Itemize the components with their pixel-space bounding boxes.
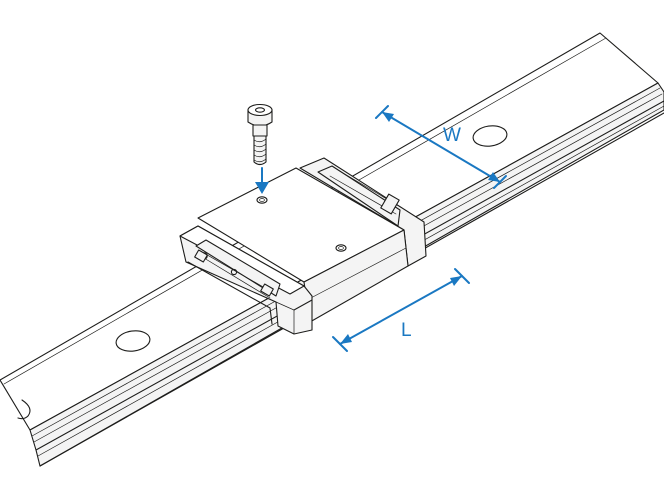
- width-label: W: [443, 125, 461, 146]
- arrow-down-icon: [255, 167, 269, 194]
- rail-mounting-hole-partial: [17, 399, 31, 420]
- rail-mounting-hole: [115, 330, 151, 352]
- tapped-hole: [335, 244, 347, 252]
- length-dimension: [332, 268, 470, 352]
- width-dimension: [375, 105, 507, 189]
- cap-screw-icon: [247, 103, 273, 166]
- carriage-block: [179, 157, 427, 335]
- tapped-hole: [256, 196, 268, 204]
- length-label: L: [401, 320, 412, 341]
- rail-mounting-hole: [472, 125, 508, 147]
